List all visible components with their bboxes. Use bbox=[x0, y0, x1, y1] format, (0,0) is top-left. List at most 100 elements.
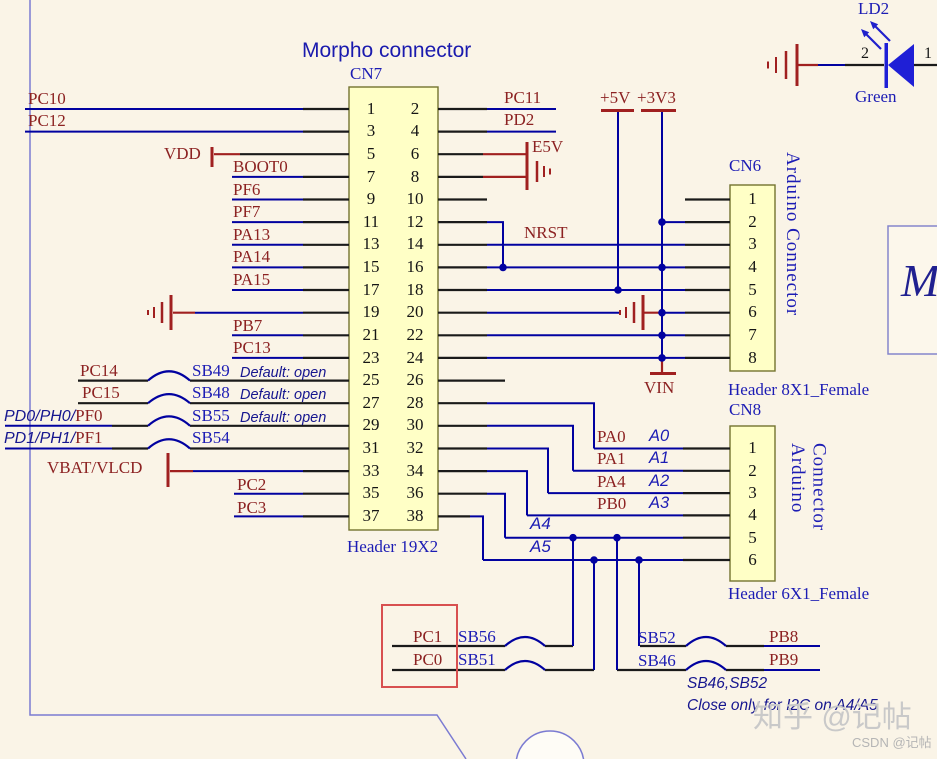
pin-number: 26 bbox=[406, 370, 424, 390]
cn6-body bbox=[729, 184, 776, 372]
pin-number: 24 bbox=[406, 347, 424, 367]
pin-number: 16 bbox=[406, 257, 424, 277]
power-bars bbox=[166, 109, 676, 487]
net-label-pb8: PB8 bbox=[769, 627, 799, 646]
net-label-pc3: PC3 bbox=[237, 498, 267, 517]
net-label-pa0: PA0 bbox=[597, 427, 626, 446]
page-title: Morpho connector bbox=[302, 39, 472, 62]
cn6-ref: CN6 bbox=[729, 156, 762, 175]
pin-number: 1 bbox=[366, 98, 376, 118]
net-label-a0: A0 bbox=[649, 427, 670, 445]
cn6-footprint: Header 8X1_Female bbox=[728, 380, 870, 399]
solder-bridge-arcs bbox=[147, 370, 727, 671]
cn7-ref: CN7 bbox=[350, 64, 383, 83]
pin-number: 4 bbox=[410, 121, 420, 141]
power-label-vdd: VDD bbox=[164, 144, 201, 163]
pin-number: 28 bbox=[406, 392, 424, 412]
pin-number: 9 bbox=[366, 189, 376, 209]
net-label-pd1-prefix: PD1/PH1/ bbox=[4, 430, 76, 447]
bridge-default-open-1: Default: open bbox=[240, 365, 327, 381]
power-label-3v3: +3V3 bbox=[637, 88, 676, 107]
bridge-label-sb55: SB55 bbox=[192, 406, 230, 425]
net-label-pa14: PA14 bbox=[233, 247, 271, 266]
power-label-e5v: E5V bbox=[532, 137, 564, 156]
pin-number: 20 bbox=[406, 302, 424, 322]
pin-number: 3 bbox=[748, 482, 757, 502]
pin-number: 30 bbox=[406, 415, 424, 435]
net-label-pc11: PC11 bbox=[504, 88, 542, 107]
net-label-pa13: PA13 bbox=[233, 225, 271, 244]
led-triangle bbox=[888, 44, 914, 87]
pin-number: 2 bbox=[748, 211, 757, 231]
net-label-pa1: PA1 bbox=[597, 449, 626, 468]
sheet-border bbox=[29, 0, 467, 759]
net-label-pc10: PC10 bbox=[28, 89, 66, 108]
pin-number: 23 bbox=[362, 347, 380, 367]
cn8-footprint: Header 6X1_Female bbox=[728, 584, 870, 603]
pin-number: 7 bbox=[366, 166, 376, 186]
net-label-pa4: PA4 bbox=[597, 472, 626, 491]
pin-number: 6 bbox=[748, 549, 757, 569]
pin-number: 3 bbox=[366, 121, 376, 141]
net-label-pa15: PA15 bbox=[233, 270, 271, 289]
led-emission-arrows bbox=[864, 24, 891, 50]
net-label-pc13: PC13 bbox=[233, 338, 271, 357]
cn8-type-label-line2: Connector bbox=[808, 443, 830, 532]
led-pin-2: 2 bbox=[861, 45, 869, 62]
net-label-boot0: BOOT0 bbox=[233, 157, 288, 176]
pin-number: 21 bbox=[362, 324, 380, 344]
cn8-body bbox=[729, 425, 776, 582]
pin-number: 6 bbox=[748, 302, 757, 322]
pin-number: 34 bbox=[406, 460, 424, 480]
highlight-box bbox=[381, 604, 458, 688]
pin-number: 32 bbox=[406, 438, 424, 458]
net-label-a1: A1 bbox=[649, 449, 670, 467]
e5v-ground-icon bbox=[535, 161, 551, 182]
bridge-label-sb56: SB56 bbox=[458, 627, 496, 646]
net-label-a2: A2 bbox=[649, 472, 670, 490]
pin-number: 22 bbox=[406, 324, 424, 344]
ground-icon-cn6 bbox=[619, 295, 645, 330]
net-label-pd0-prefix: PD0/PH0/ bbox=[4, 408, 76, 425]
pin-number: 10 bbox=[406, 189, 424, 209]
pin-number: 1 bbox=[748, 189, 757, 209]
cn6-type-label: Arduino Connector bbox=[782, 152, 803, 317]
net-label-a4: A4 bbox=[530, 514, 551, 533]
net-label-pf7: PF7 bbox=[233, 202, 261, 221]
bridge-label-sb54: SB54 bbox=[192, 428, 230, 447]
pin-number: 5 bbox=[748, 527, 757, 547]
pin-number: 3 bbox=[748, 234, 757, 254]
led-color-label: Green bbox=[855, 87, 897, 106]
watermark-zhihu: 知乎 @记帖 bbox=[753, 701, 912, 734]
pin-number: 5 bbox=[748, 279, 757, 299]
pin-number: 37 bbox=[362, 505, 380, 525]
net-label-pf0: PF0 bbox=[75, 406, 103, 425]
pin-number: 2 bbox=[410, 98, 420, 118]
sheet-symbol-box bbox=[887, 225, 937, 355]
net-label-pb0: PB0 bbox=[597, 494, 627, 513]
net-label-pc14: PC14 bbox=[80, 361, 118, 380]
net-label-pd1-pf1: PD1/PH1/PF1 bbox=[4, 429, 103, 447]
pin-number: 13 bbox=[362, 234, 380, 254]
led-cathode-bar bbox=[884, 43, 888, 88]
power-label-vin: VIN bbox=[644, 378, 675, 397]
net-label-pc15: PC15 bbox=[82, 383, 120, 402]
bridge-label-sb46: SB46 bbox=[638, 651, 676, 670]
net-label-pb9: PB9 bbox=[769, 650, 799, 669]
pin-number: 5 bbox=[366, 143, 376, 163]
pin-stubs bbox=[78, 63, 937, 672]
net-label-a5: A5 bbox=[530, 537, 551, 556]
junction-dots bbox=[499, 218, 666, 564]
note-close-only: Close only for I2C on A4/A5 bbox=[687, 697, 878, 714]
bridge-default-open-3: Default: open bbox=[240, 410, 327, 426]
cn7-footprint: Header 19X2 bbox=[347, 537, 439, 556]
pin-number: 2 bbox=[748, 460, 757, 480]
bridge-label-sb52: SB52 bbox=[638, 628, 676, 647]
net-label-pd0-pf0: PD0/PH0/PF0 bbox=[4, 407, 103, 425]
pin-number: 14 bbox=[406, 234, 424, 254]
led-symbol bbox=[861, 21, 914, 88]
net-label-pc0: PC0 bbox=[413, 650, 443, 669]
